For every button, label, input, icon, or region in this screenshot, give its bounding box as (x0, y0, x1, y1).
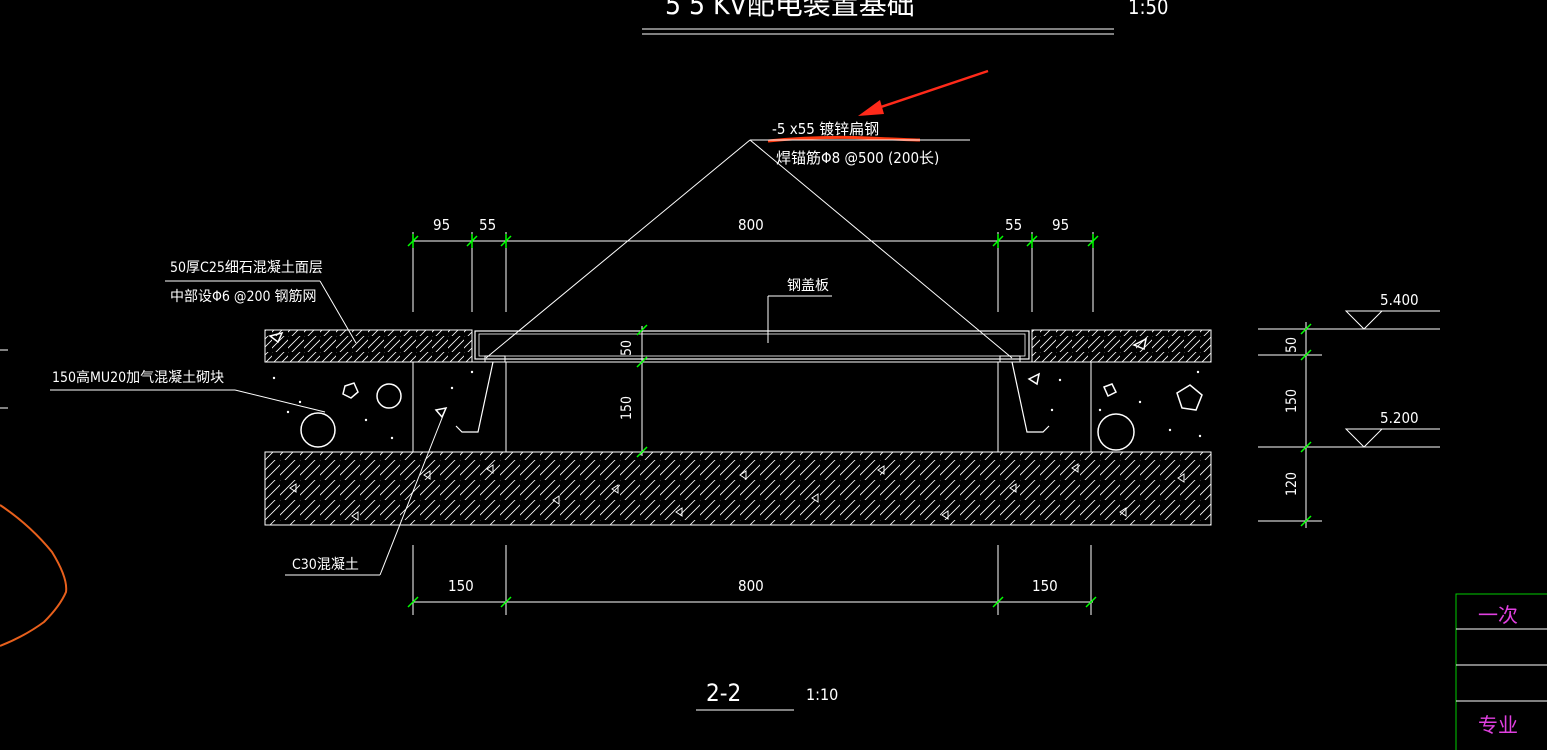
elevation-upper: 5.400 (1380, 291, 1419, 309)
bottom-dim-150-left: 150 (448, 577, 474, 595)
inner-dim-150: 150 (619, 396, 635, 420)
right-dim-120: 120 (1284, 472, 1300, 496)
bottom-dimension-chain: 150 800 150 (407, 545, 1097, 615)
top-dim-95-right: 95 (1052, 216, 1069, 234)
red-arrow-shaft (874, 69, 989, 111)
section-title: 2-2 1:10 (696, 679, 838, 711)
bottom-dim-800: 800 (738, 577, 764, 595)
bottom-dim-150-right: 150 (1032, 577, 1058, 595)
slab-aggregate (289, 463, 1185, 521)
inner-dim-50: 50 (619, 340, 635, 356)
right-dimension-stack: 50 150 120 5.400 5.200 (1258, 291, 1440, 528)
c30-label: C30混凝土 (292, 557, 359, 573)
steel-cover-plate-inner (478, 333, 1026, 357)
red-arrow-head (858, 100, 884, 116)
flat-steel-label: -5 x55 镀锌扁钢 (772, 120, 879, 138)
cover-plate-label: 钢盖板 (787, 278, 829, 294)
top-dim-800: 800 (738, 216, 764, 234)
topping-layer-left (264, 329, 473, 363)
section-scale-text: 1:10 (806, 685, 838, 704)
anchor-bar-right (1011, 361, 1050, 433)
section-body: 钢盖板 (264, 278, 1212, 576)
top-dim-55-left: 55 (479, 216, 496, 234)
top-dim-55-right: 55 (1005, 216, 1022, 234)
elevation-marker-upper (1344, 310, 1384, 330)
title-block-frame (1455, 593, 1547, 750)
drawing-title-scale: 1:50 (1128, 0, 1168, 19)
flat-steel-callout: -5 x55 镀锌扁钢 焊锚筋Φ8 @500 (200长) (485, 120, 1013, 359)
drawing-title-text: 5 5 KV配电装置基础 (665, 0, 915, 21)
top-dimension-chain: 95 55 800 55 95 (407, 216, 1099, 312)
block-speckle (272, 370, 1202, 440)
right-dim-150: 150 (1284, 389, 1300, 413)
block-callout: 150高MU20加气混凝土砌块 (50, 369, 326, 413)
elevation-marker-lower (1344, 428, 1384, 448)
topping-callout: 50厚C25细石混凝土面层 中部设Φ6 @200 钢筋网 (165, 260, 357, 344)
topping-layer-right (1031, 329, 1212, 363)
title-block-row4: 专业 (1478, 713, 1518, 737)
c30-concrete-slab (264, 451, 1212, 526)
title-block-row1: 一次 (1478, 603, 1518, 627)
topping-label-line1: 50厚C25细石混凝土面层 (170, 260, 323, 276)
block-aggregate (268, 331, 1203, 451)
right-dim-50: 50 (1284, 337, 1300, 353)
title-block: 一次 专业 (1455, 593, 1547, 750)
topping-label-line2: 中部设Φ6 @200 钢筋网 (170, 288, 317, 305)
flat-steel-leader-right (749, 139, 1013, 359)
anchor-bars-label: 焊锚筋Φ8 @500 (200长) (776, 149, 939, 167)
section-title-text: 2-2 (706, 679, 741, 707)
anchor-bar-left (455, 361, 494, 433)
top-dim-95-left: 95 (433, 216, 450, 234)
steel-cover-plate (474, 330, 1030, 360)
block-label: 150高MU20加气混凝土砌块 (52, 369, 224, 386)
block-leader (234, 389, 326, 413)
orange-boundary-curve (0, 504, 68, 647)
drawing-title: 5 5 KV配电装置基础 1:50 (642, 0, 1168, 35)
elevation-lower: 5.200 (1380, 409, 1419, 427)
c30-leader (379, 407, 447, 576)
flat-steel-leader-left (485, 139, 751, 359)
